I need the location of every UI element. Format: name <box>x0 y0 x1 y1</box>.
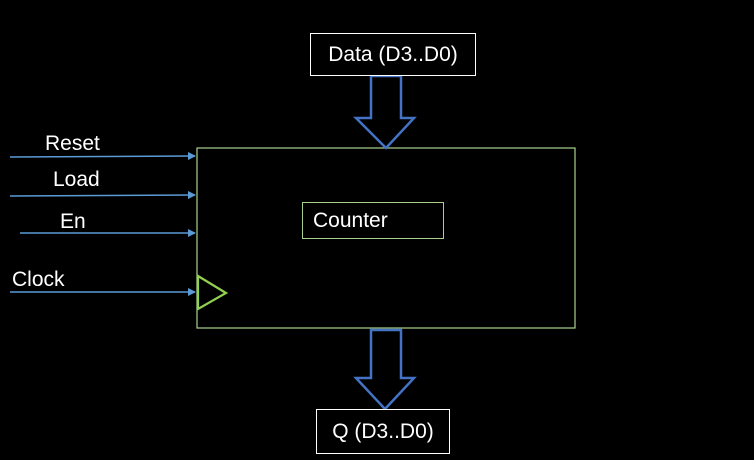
bus-arrow-in-icon <box>352 74 417 150</box>
output-box: Q (D3..D0) <box>316 409 450 454</box>
data-input-box: Data (D3..D0) <box>310 33 476 76</box>
counter-label-box: Counter <box>302 202 444 239</box>
reset-wire <box>9 152 196 161</box>
counter-label: Counter <box>313 208 388 232</box>
output-label: Q (D3..D0) <box>332 419 434 443</box>
bus-arrow-out-icon <box>353 328 417 411</box>
en-label: En <box>60 210 86 233</box>
clock-triangle-icon <box>196 274 229 311</box>
reset-label: Reset <box>45 132 100 155</box>
clock-label: Clock <box>12 268 65 291</box>
load-wire <box>9 191 196 200</box>
data-input-label: Data (D3..D0) <box>328 42 458 66</box>
load-label: Load <box>53 168 100 191</box>
